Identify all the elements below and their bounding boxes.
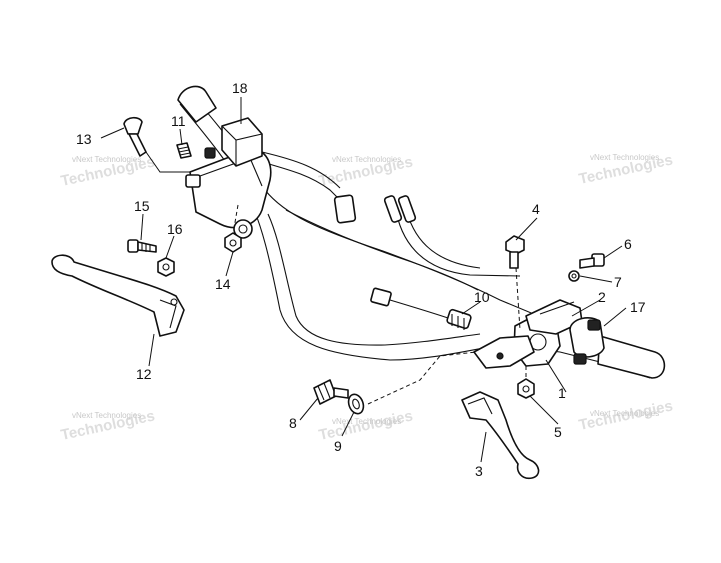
watermark-text-small: vNext Technologies [332,417,401,426]
callout-18: 18 [232,80,248,96]
callout-labels: 1 2 3 4 5 6 7 8 9 10 11 12 13 14 15 16 1… [76,80,646,479]
adjuster-10 [446,308,472,330]
left-lever-holder [185,148,272,239]
callout-10: 10 [474,289,490,305]
callout-15: 15 [134,198,150,214]
watermark-top-center: Technologies vNext Technologies [317,153,414,190]
nut-14 [224,232,242,253]
callout-17: 17 [630,299,646,315]
switch-18 [204,117,263,167]
callout-9: 9 [334,438,342,454]
bolt-6 [579,253,605,269]
callout-7: 7 [614,274,622,290]
watermark-text-small: vNext Technologies [72,411,141,420]
leader-lines [100,97,627,463]
clamp-17 [569,317,605,365]
wiring-harness [254,151,521,319]
locknut-9 [347,393,365,415]
lever-3 [461,391,540,480]
watermark-bottom-center: Technologies vNext Technologies [317,407,414,444]
callout-3: 3 [475,463,483,479]
watermark-bottom-right: Technologies vNext Technologies [577,397,674,434]
callout-16: 16 [167,221,183,237]
lever-bracket [473,335,535,369]
lever-12 [51,254,185,337]
watermark-bottom-left: Technologies vNext Technologies [59,407,156,444]
callout-2: 2 [598,289,606,305]
callout-1: 1 [558,385,566,401]
adjuster-8 [313,379,349,405]
nut-16 [157,257,175,277]
washer-7 [568,270,580,282]
callout-4: 4 [532,201,540,217]
callout-14: 14 [215,276,231,292]
callout-12: 12 [136,366,152,382]
watermark-text-small: vNext Technologies [332,155,401,164]
watermark-text-small: vNext Technologies [590,409,659,418]
callout-13: 13 [76,131,92,147]
nut-5 [517,378,535,399]
watermark-text-small: vNext Technologies [590,153,659,162]
callout-11: 11 [171,113,186,129]
callout-5: 5 [554,424,562,440]
watermark-top-right: Technologies vNext Technologies [577,151,674,188]
callout-6: 6 [624,236,632,252]
watermark-text-small: vNext Technologies [72,155,141,164]
bolt-13 [123,116,147,157]
bolt-15 [127,239,157,253]
callout-8: 8 [289,415,297,431]
bolt-4 [505,235,525,269]
watermark-top-left: Technologies vNext Technologies [59,153,156,190]
screw-11 [176,142,192,159]
